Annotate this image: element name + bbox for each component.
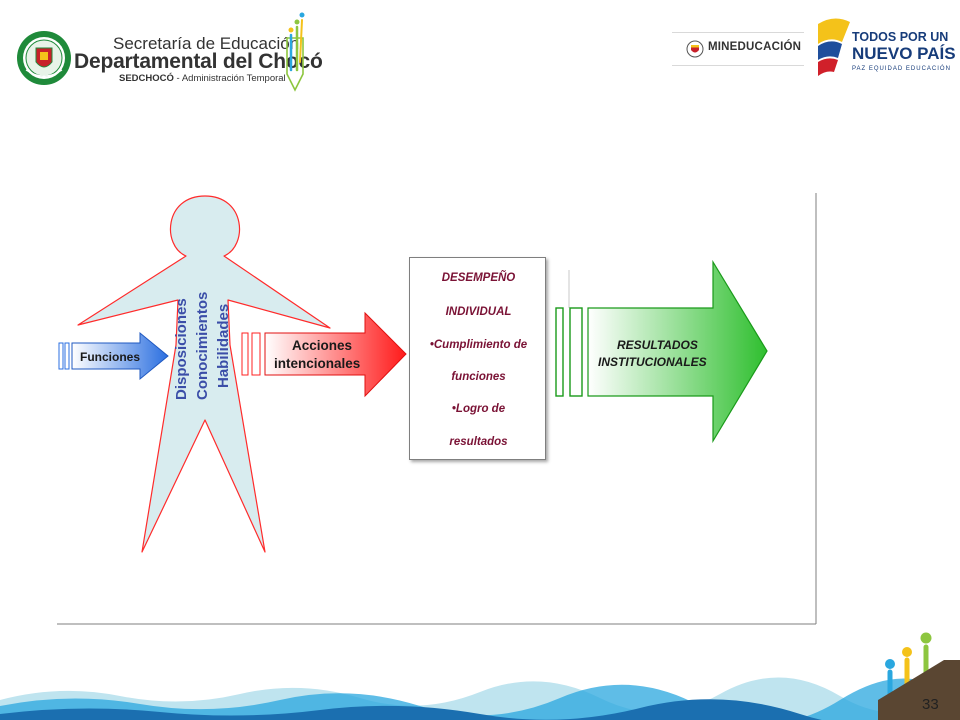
- sedchoco-label: SEDCHOCÓ: [119, 73, 174, 84]
- todos-line3: PAZ EQUIDAD EDUCACIÓN: [852, 66, 951, 72]
- funciones-bar-1: [58, 342, 64, 370]
- box-line-1: DESEMPEÑO: [441, 272, 516, 284]
- box-line-4: funciones: [451, 371, 506, 383]
- secretaria-line1: Secretaría de Educación: [113, 34, 300, 53]
- colombia-crest-icon: [686, 40, 704, 58]
- box-line-5: •Logro de: [451, 403, 506, 415]
- resultados-label-line1: RESULTADOS: [617, 338, 698, 352]
- box-line-6: resultados: [449, 436, 508, 448]
- funciones-label: Funciones: [80, 350, 140, 364]
- acciones-label-line2: intencionales: [274, 356, 360, 371]
- page-number: 33: [922, 696, 939, 713]
- pencil-people-icon: [286, 12, 305, 92]
- todos-line2: NUEVO PAÍS: [852, 44, 956, 63]
- conocimientos-label: Conocimientos: [194, 292, 211, 400]
- todos-line1: TODOS POR UN: [852, 30, 949, 44]
- person-silhouette: [77, 195, 331, 553]
- acciones-bar-2: [251, 332, 261, 376]
- secretaria-line3: SEDCHOCÓ - Administración Temporal: [119, 73, 286, 84]
- resultados-label-line2: INSTITUCIONALES: [598, 355, 707, 369]
- administracion-label: - Administración Temporal: [173, 73, 286, 84]
- box-line-2: INDIVIDUAL: [445, 306, 512, 318]
- resultados-bar-2: [569, 307, 583, 397]
- secretaria-logo: Secretaría de Educación Departamental de…: [16, 12, 323, 98]
- bottom-wave-decoration: [0, 677, 960, 720]
- funciones-bar-2: [64, 342, 70, 370]
- flag-swoosh-icon: [818, 18, 850, 76]
- todos-por-un-nuevo-pais-logo: TODOS POR UN NUEVO PAÍS PAZ EQUIDAD EDUC…: [812, 14, 956, 82]
- acciones-bar-1: [241, 332, 249, 376]
- resultados-arrow: [587, 259, 768, 444]
- disposiciones-label: Disposiciones: [173, 298, 190, 400]
- desempeno-individual-box: DESEMPEÑO INDIVIDUAL •Cumplimiento de fu…: [409, 257, 546, 460]
- resultados-bar-1: [555, 307, 564, 397]
- acciones-label-line1: Acciones: [292, 338, 352, 353]
- funciones-arrow: [71, 331, 169, 381]
- secretaria-line2: Departamental del Chocó: [74, 50, 323, 73]
- mineducacion-logo: MINEDUCACIÓN: [672, 32, 804, 66]
- mineducacion-label: MINEDUCACIÓN: [708, 41, 802, 53]
- habilidades-label: Habilidades: [215, 304, 232, 388]
- department-seal-icon: [17, 31, 71, 85]
- people-corner-icon: [878, 632, 960, 720]
- acciones-arrow: [264, 311, 407, 398]
- box-line-3: •Cumplimiento de: [429, 339, 528, 351]
